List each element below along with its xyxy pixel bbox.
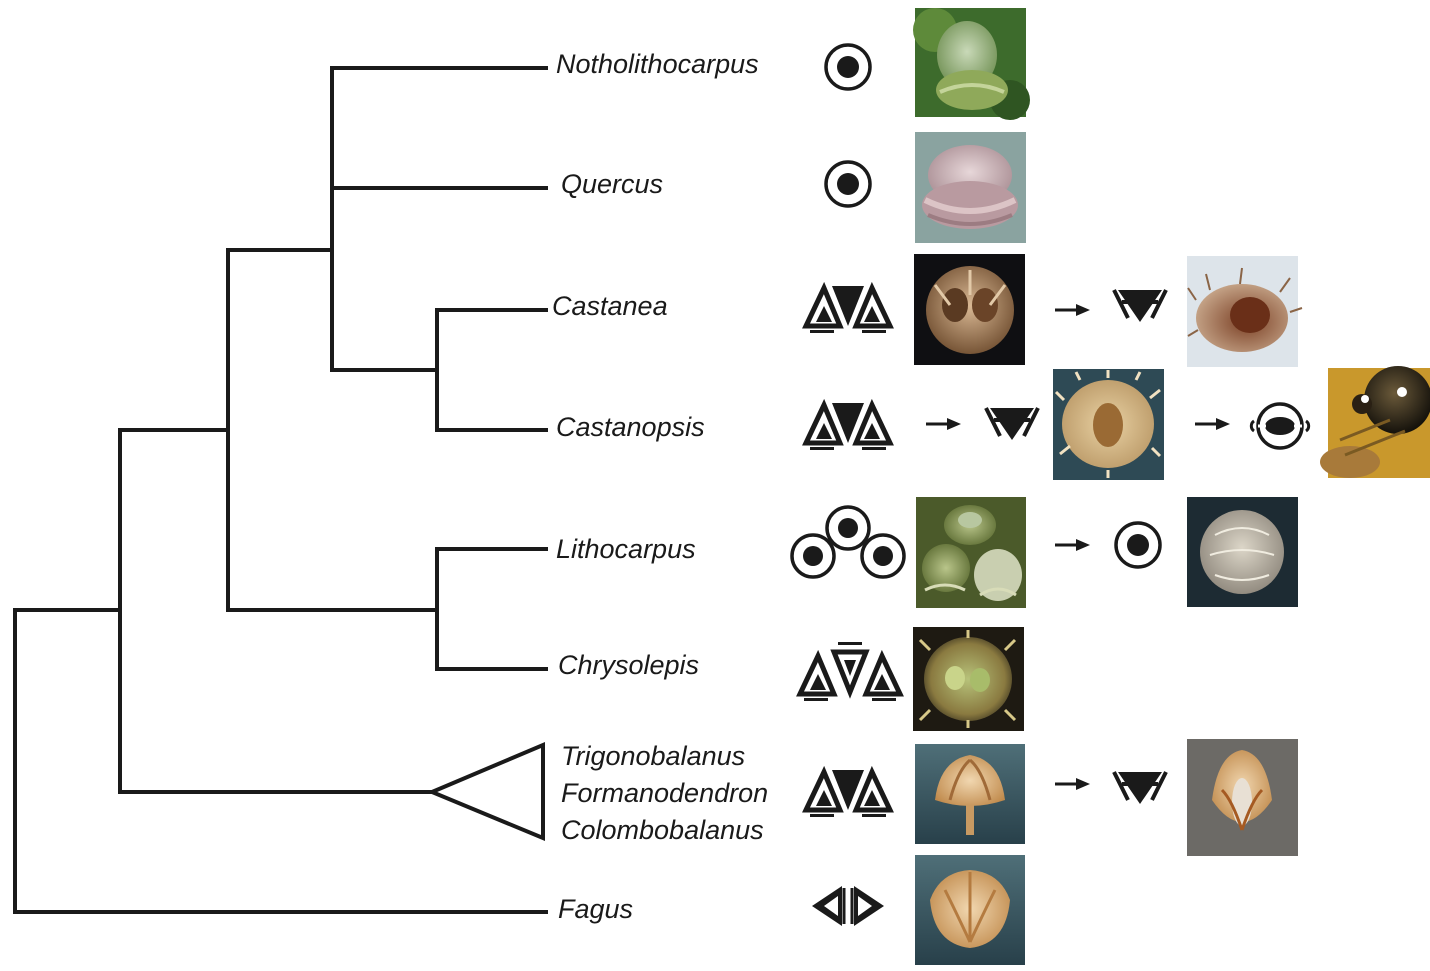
lithocarpus-acorn-cluster-photo — [916, 497, 1026, 608]
inverted-valves-icon — [1114, 290, 1166, 322]
lithocarpus-cupule-photo — [1187, 497, 1298, 607]
taxon-label-chrysolepis: Chrysolepis — [558, 650, 699, 680]
single-cupule-icon — [826, 162, 870, 206]
tree-branch-root — [15, 610, 546, 912]
castanopsis-spiny-cupule-photo — [1053, 369, 1164, 480]
three-fruit-valves-icon — [806, 403, 890, 450]
taxon-label-lithocarpus: Lithocarpus — [556, 534, 696, 564]
collapsed-clade-triangle — [432, 745, 543, 838]
fagus-cupule-photo — [915, 855, 1025, 965]
notholithocarpus-acorn-photo — [913, 8, 1030, 120]
taxon-label-trigonobalanus: Trigonobalanus — [561, 741, 745, 771]
three-fruit-valves-variant-icon — [800, 642, 900, 701]
lateral-valve-cupule-icon — [1251, 404, 1308, 448]
castanopsis-cupule-closeup-photo — [1320, 366, 1430, 478]
chrysolepis-cupule-photo — [913, 627, 1024, 731]
taxon-label-formanodendron: Formanodendron — [561, 778, 768, 808]
cupule-cluster-icon — [792, 507, 904, 577]
arrow-icon — [1055, 539, 1090, 551]
three-fruit-valves-icon — [806, 770, 890, 817]
taxon-label-fagus: Fagus — [558, 894, 633, 924]
taxon-label-castanea: Castanea — [552, 291, 668, 321]
single-cupule-icon — [826, 45, 870, 89]
arrow-icon — [1055, 304, 1090, 316]
castanea-spiny-cupule-photo — [1187, 256, 1302, 367]
quercus-acorn-photo — [915, 132, 1026, 243]
taxon-label-colombobalanus: Colombobalanus — [561, 815, 764, 845]
inverted-valves-icon — [1114, 772, 1166, 804]
three-fruit-valves-icon — [806, 286, 890, 333]
arrow-icon — [926, 418, 961, 430]
trigonobalanus-derived-cupule-photo — [1187, 739, 1298, 856]
phylogenetic-tree — [15, 68, 546, 912]
taxon-label-quercus: Quercus — [561, 169, 663, 199]
arrow-icon — [1195, 418, 1230, 430]
inverted-valves-icon — [986, 408, 1038, 440]
arrow-icon — [1055, 778, 1090, 790]
fagus-valves-icon — [812, 886, 884, 926]
taxon-label-castanopsis: Castanopsis — [556, 412, 705, 442]
castanea-cupule-photo — [914, 254, 1025, 365]
single-cupule-icon — [1116, 523, 1160, 567]
taxon-label-notholithocarpus: Notholithocarpus — [556, 49, 759, 79]
taxon-labels: Notholithocarpus Quercus Castanea Castan… — [552, 49, 768, 924]
trigonobalanus-cupule-photo — [915, 744, 1025, 844]
